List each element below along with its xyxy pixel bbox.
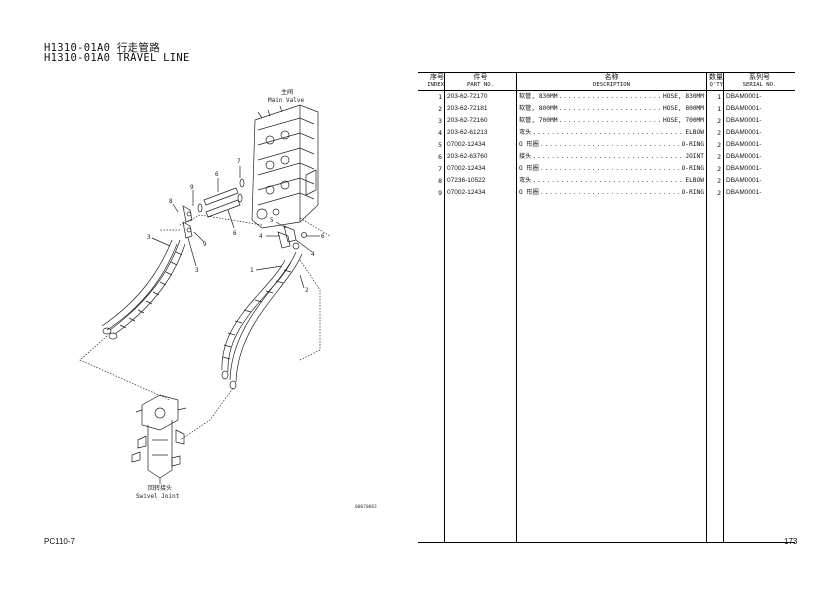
cell-description: 软管, 800MM...............................… bbox=[516, 103, 707, 115]
cell-serial-no: DBAM0001- bbox=[726, 153, 762, 160]
table-row: 5 07002-12434 O 形圈......................… bbox=[418, 139, 795, 151]
cell-index: 8 bbox=[418, 175, 445, 187]
cell-qty: 2 bbox=[706, 139, 724, 151]
table-row: 1 203-62-72170 软管, 830MM................… bbox=[418, 90, 795, 103]
cell-serial-no: DBAM0001- bbox=[726, 117, 762, 124]
table-row: 6 203-62-63760 接头.......................… bbox=[418, 151, 795, 163]
callout-number: 3 bbox=[147, 234, 151, 241]
cell-part-no: 07002-12434 bbox=[444, 187, 517, 199]
filler-cell bbox=[516, 199, 707, 542]
cell-description: 弯头....................................EL… bbox=[516, 175, 707, 187]
cell-index: 9 bbox=[418, 187, 445, 199]
cell-serial-no: DBAM0001- bbox=[726, 141, 762, 148]
cell-description: 软管, 830MM...............................… bbox=[516, 90, 707, 103]
filler-cell bbox=[706, 199, 724, 542]
cell-serial-no: DBAM0001- bbox=[726, 165, 762, 172]
callout-labels: 7 6 9 8 6 3 3 9 5 4 6 4 1 2 bbox=[147, 158, 325, 294]
cell-qty: 1 bbox=[706, 90, 724, 103]
cell-index: 6 bbox=[418, 151, 445, 163]
cell-part-no: 07236-10522 bbox=[444, 175, 517, 187]
callout-number: 9 bbox=[190, 184, 194, 191]
callout-number: 4 bbox=[311, 251, 315, 258]
main-valve-label-en: Main Valve bbox=[268, 97, 305, 104]
cell-index: 5 bbox=[418, 139, 445, 151]
cell-qty: 2 bbox=[706, 175, 724, 187]
filler-cell bbox=[418, 199, 445, 542]
swivel-joint-drawing bbox=[131, 394, 187, 484]
exploded-diagram: 主阀 Main Valve 回转接头 Swivel Joint 7 6 9 8 … bbox=[79, 88, 331, 500]
cell-serial-no: DBAM0001- bbox=[726, 177, 762, 184]
cell-qty: 2 bbox=[706, 115, 724, 127]
callout-number: 5 bbox=[270, 217, 274, 224]
filler-cell bbox=[724, 199, 796, 542]
cell-description: O 形圈....................................… bbox=[516, 187, 707, 199]
cell-qty: 1 bbox=[706, 103, 724, 115]
callout-number: 8 bbox=[169, 198, 173, 205]
cell-description: O 形圈....................................… bbox=[516, 163, 707, 175]
callout-number: 1 bbox=[250, 267, 254, 274]
hose-3 bbox=[101, 239, 186, 340]
table-row: 4 203-62-61213 弯头.......................… bbox=[418, 127, 795, 139]
table-filler-row bbox=[418, 199, 795, 542]
table-row: 2 203-62-72181 软管, 800MM................… bbox=[418, 103, 795, 115]
cell-serial-no: DBAM0001- bbox=[726, 93, 762, 100]
main-valve-label-cn: 主阀 bbox=[281, 88, 293, 96]
callout-number: 7 bbox=[237, 158, 241, 165]
table-bottom-rule bbox=[418, 542, 795, 543]
table-row: 9 07002-12434 O 形圈......................… bbox=[418, 187, 795, 199]
callout-number: 6 bbox=[215, 171, 219, 178]
model-label: PC110-7 bbox=[44, 537, 75, 546]
cell-index: 4 bbox=[418, 127, 445, 139]
cell-serial-no: DBAM0001- bbox=[726, 189, 762, 196]
hose-1-2 bbox=[221, 242, 303, 390]
cell-part-no: 07002-12434 bbox=[444, 139, 517, 151]
page-title-cn: H1310-01A0 行走管路 bbox=[44, 42, 161, 54]
page-number: 173 bbox=[784, 537, 798, 546]
drawing-number: 00070083 bbox=[355, 505, 377, 510]
cell-part-no: 203-62-61213 bbox=[444, 127, 517, 139]
callout-number: 3 bbox=[195, 267, 199, 274]
cell-serial-no: DBAM0001- bbox=[726, 129, 762, 136]
cell-description: 软管, 700MM...............................… bbox=[516, 115, 707, 127]
table-row: 8 07236-10522 弯头........................… bbox=[418, 175, 795, 187]
swivel-joint-label-cn: 回转接头 bbox=[148, 484, 172, 492]
cell-index: 7 bbox=[418, 163, 445, 175]
callout-number: 6 bbox=[321, 233, 325, 240]
joint-parts bbox=[197, 178, 245, 218]
table-row: 7 07002-12434 O 形圈......................… bbox=[418, 163, 795, 175]
cell-index: 3 bbox=[418, 115, 445, 127]
cell-description: 弯头....................................EL… bbox=[516, 127, 707, 139]
table-row: 3 203-62-72160 软管, 700MM................… bbox=[418, 115, 795, 127]
cell-description: O 形圈....................................… bbox=[516, 139, 707, 151]
callout-number: 2 bbox=[305, 287, 309, 294]
cell-part-no: 203-62-72181 bbox=[444, 103, 517, 115]
cell-part-no: 203-62-72170 bbox=[444, 90, 517, 103]
cell-part-no: 07002-12434 bbox=[444, 163, 517, 175]
filler-cell bbox=[444, 199, 517, 542]
cell-qty: 2 bbox=[706, 187, 724, 199]
cell-qty: 2 bbox=[706, 151, 724, 163]
callout-number: 4 bbox=[259, 233, 263, 240]
cell-index: 2 bbox=[418, 103, 445, 115]
cell-description: 接头....................................JO… bbox=[516, 151, 707, 163]
cell-index: 1 bbox=[418, 90, 445, 103]
page-title-en: H1310-01A0 TRAVEL LINE bbox=[44, 52, 190, 64]
callout-number: 9 bbox=[203, 241, 207, 248]
cell-part-no: 203-62-63760 bbox=[444, 151, 517, 163]
callout-number: 6 bbox=[233, 230, 237, 237]
main-valve-drawing bbox=[251, 104, 319, 229]
cell-qty: 2 bbox=[706, 127, 724, 139]
cell-qty: 2 bbox=[706, 163, 724, 175]
cell-serial-no: DBAM0001- bbox=[726, 105, 762, 112]
cell-part-no: 203-62-72160 bbox=[444, 115, 517, 127]
swivel-joint-label-en: Swivel Joint bbox=[136, 493, 180, 500]
